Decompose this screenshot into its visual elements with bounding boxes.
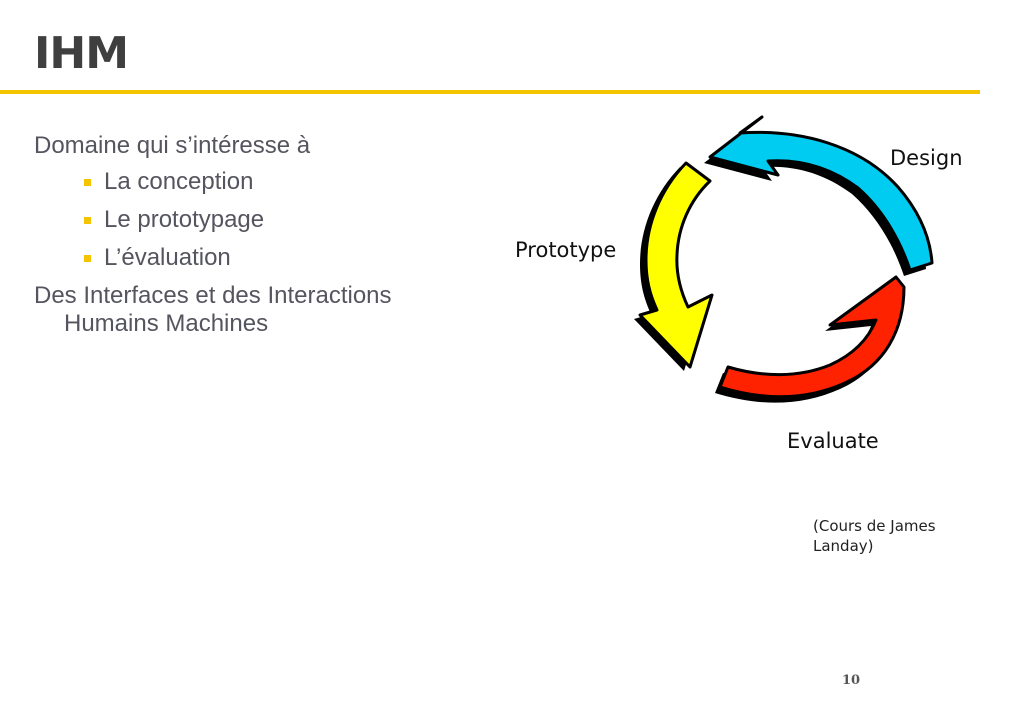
bullet-item: L’évaluation — [84, 244, 474, 272]
square-bullet-icon — [84, 217, 91, 224]
slide-title: IHM — [34, 28, 128, 79]
evaluate-label: Evaluate — [787, 429, 879, 453]
slide-body: Domaine qui s’intéresse à La conception … — [34, 132, 474, 338]
square-bullet-icon — [84, 255, 91, 262]
design-label: Design — [890, 146, 963, 170]
title-underline — [0, 90, 980, 94]
prototype-arrow — [634, 163, 712, 371]
intro-text: Domaine qui s’intéresse à — [34, 132, 474, 160]
bullet-item: La conception — [84, 168, 474, 196]
square-bullet-icon — [84, 179, 91, 186]
design-arrow — [704, 117, 932, 276]
credit-note: (Cours de James Landay) — [813, 516, 973, 556]
design-cycle-diagram: Design Prototype Evaluate — [500, 115, 980, 460]
bullet-item: Le prototypage — [84, 206, 474, 234]
evaluate-arrow — [715, 277, 904, 403]
definition-text: Des Interfaces et des Interactions Humai… — [34, 282, 474, 338]
page-number: 10 — [842, 673, 860, 688]
prototype-label: Prototype — [515, 238, 616, 262]
bullet-list: La conception Le prototypage L’évaluatio… — [34, 168, 474, 272]
